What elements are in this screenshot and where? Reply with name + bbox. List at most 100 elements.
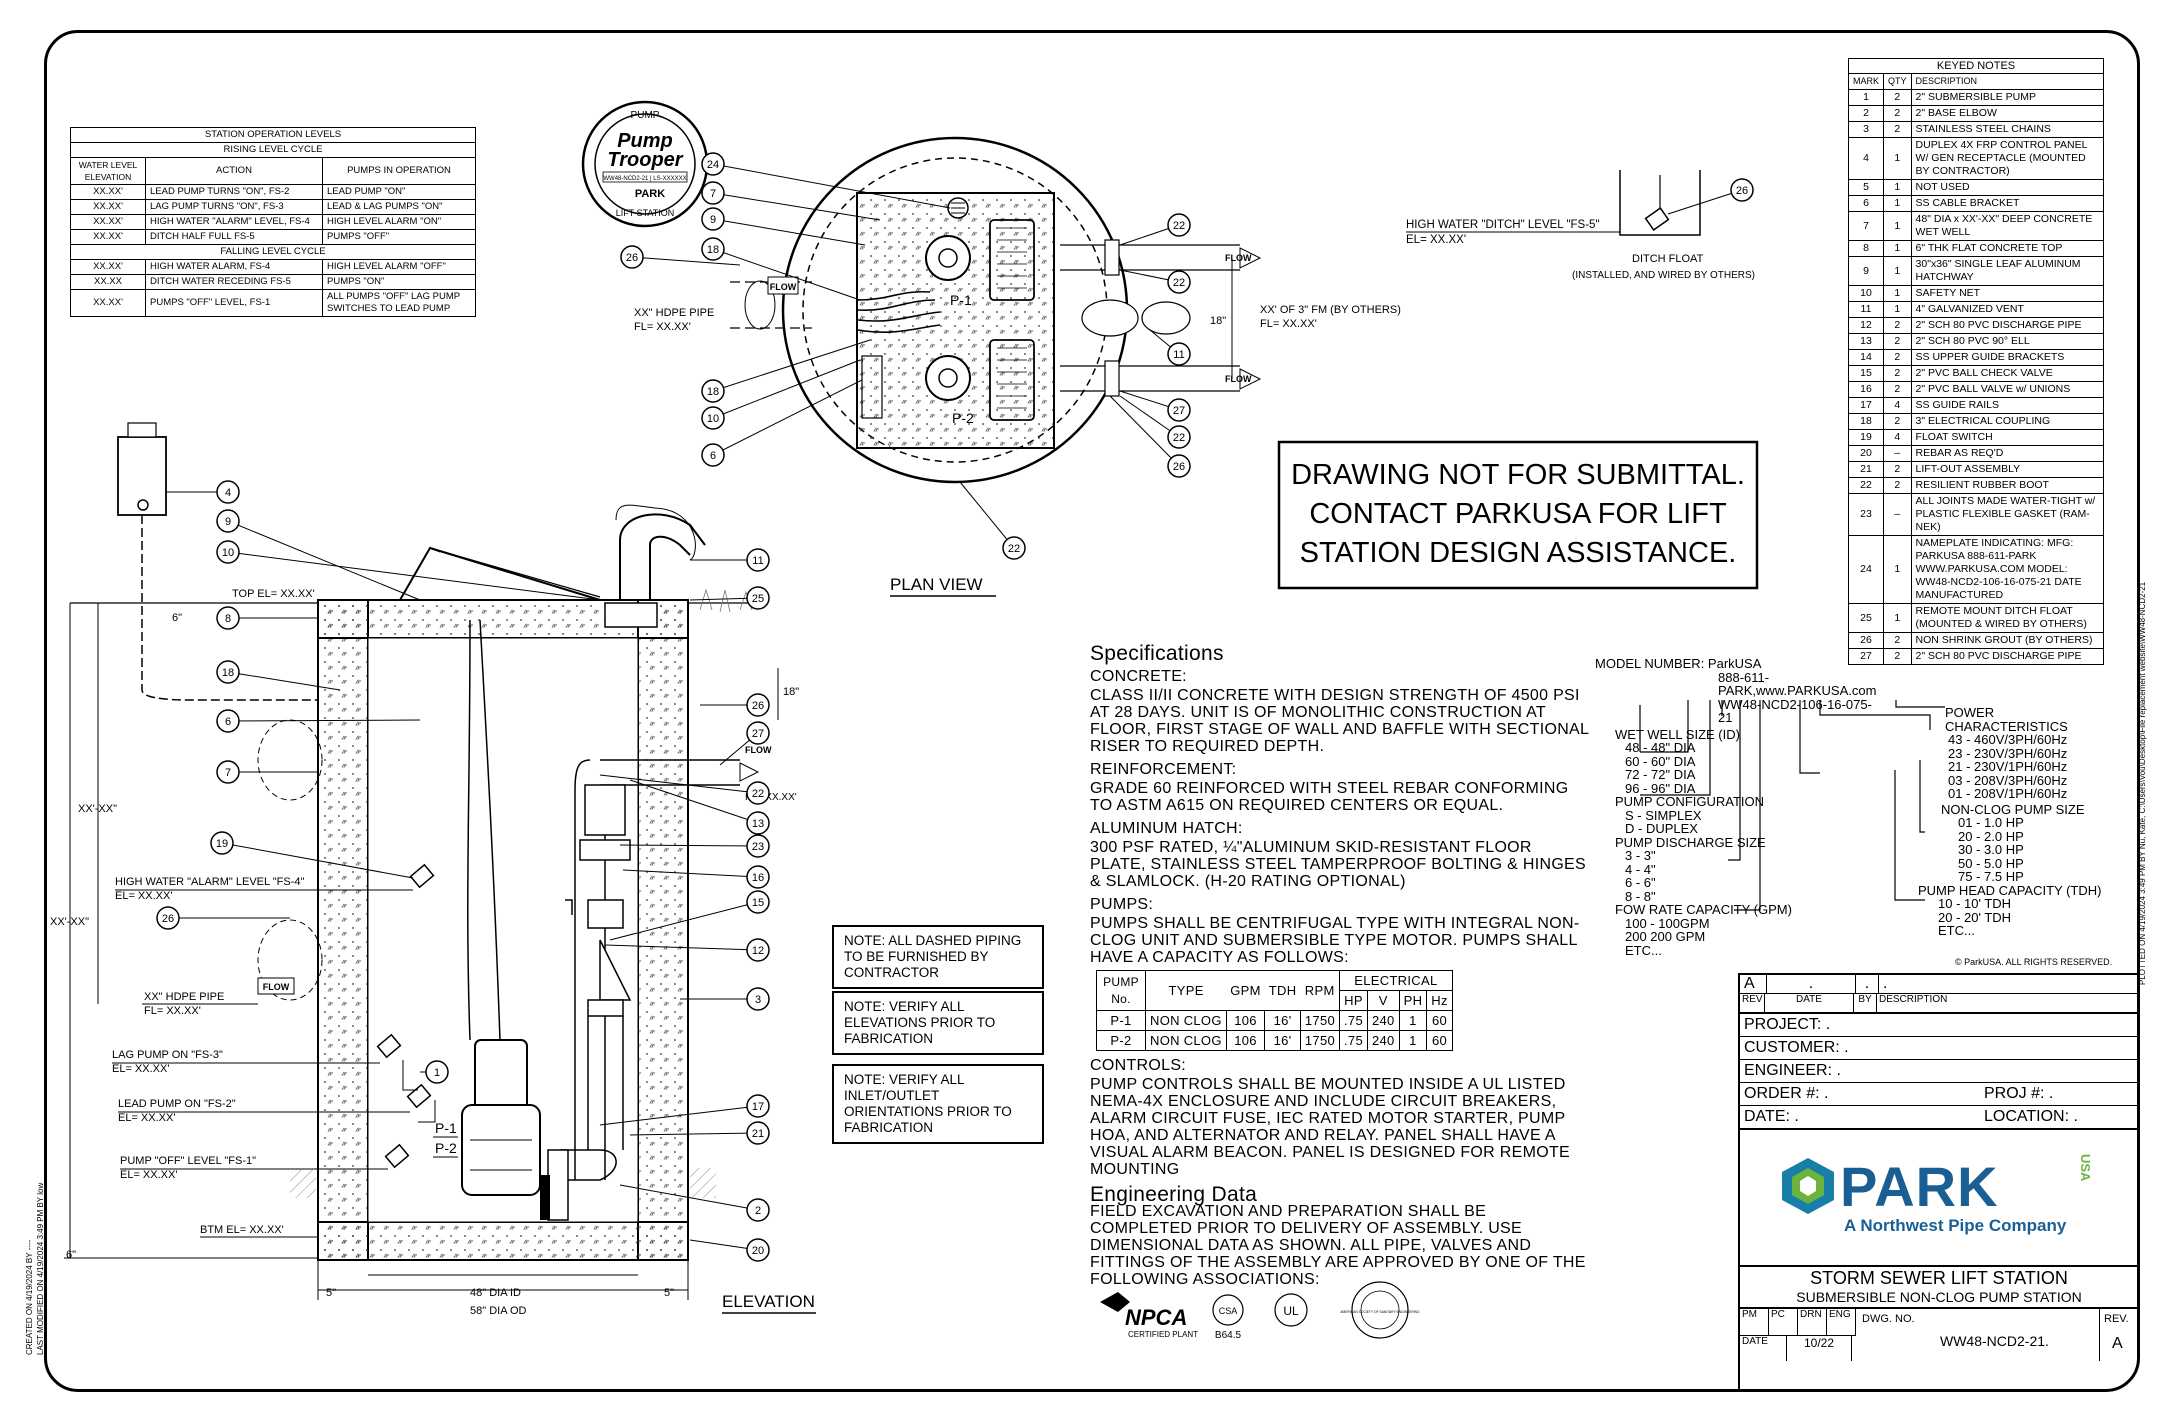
elev-dim-18: 18" (783, 686, 799, 698)
plan-callout: 7 (710, 188, 716, 200)
station-operation-levels-table: STATION OPERATION LEVELS RISING LEVEL CY… (70, 127, 476, 317)
csa-logo: CSA (1219, 1306, 1238, 1316)
right-wall (637, 599, 689, 1261)
kn-description: NAMEPLATE INDICATING: MFG: PARKUSA 888-6… (1910, 535, 2105, 604)
callout-circle (216, 540, 240, 564)
tb-col: ENG (1827, 1309, 1856, 1335)
callout-circle (1730, 178, 1754, 202)
hp-option: 01 - 1.0 HP (1958, 815, 2024, 830)
callout-circle (746, 890, 770, 914)
hp-option: 75 - 7.5 HP (1958, 869, 2024, 884)
config-option: S - SIMPLEX (1625, 807, 1702, 823)
badge-park: PARK (635, 188, 665, 200)
elev-p2-label: P-2 (435, 1140, 457, 1156)
elev-lag-el: EL= XX.XX' (112, 1063, 169, 1075)
created-on-text: CREATED ON 4/19/2024 BY ---- (25, 1239, 34, 1355)
power-option: 03 - 208V/3PH/60Hz (1948, 772, 2068, 788)
pump-cell: P-1 (1096, 1010, 1146, 1031)
kn-mark: 1 (1847, 89, 1885, 106)
elev-off: PUMP "OFF" LEVEL "FS-1" (120, 1155, 256, 1167)
plan-callout: 6 (710, 450, 716, 462)
callout-circle (1002, 536, 1026, 560)
tdh-option: 10 - 10' TDH (1938, 896, 2012, 911)
leader-line (712, 218, 866, 246)
order-label: ORDER #: (1744, 1085, 1820, 1102)
keyed-notes-title: KEYED NOTES (1848, 58, 2104, 74)
leader-line (1109, 395, 1180, 467)
callout-circle (216, 660, 240, 684)
kn-mark: 24 (1847, 535, 1885, 604)
elevation-callout: 3 (755, 994, 761, 1006)
leader-line (1119, 395, 1180, 438)
callout-circle (701, 379, 725, 403)
dwg-row: PM PC DRN ENG DATE 10/22 DWG. NO. WW48-N… (1740, 1309, 2138, 1361)
wet-well-option: 96 - 96" DIA (1625, 780, 1696, 796)
pump-cell: 1 (1398, 1010, 1428, 1031)
plan-callout: 27 (1173, 405, 1185, 417)
ditch-level-label: HIGH WATER "DITCH" LEVEL "FS-5" (1406, 219, 1600, 231)
ditch-float-title: DITCH FLOAT (1632, 253, 1704, 265)
callout-circle (216, 709, 240, 733)
plan-callout: 11 (1173, 349, 1184, 361)
rev-header: DATE (1765, 994, 1854, 1012)
elev-dim-6a: 6" (172, 612, 182, 624)
elevation-callout: 16 (752, 872, 764, 884)
ditch-float: DITCH FLOAT (INSTALLED, AND WIRED BY OTH… (1406, 170, 1755, 281)
pump-table-h8: Hz (1426, 990, 1453, 1011)
elevation-callout: 13 (752, 818, 764, 830)
control-panel (117, 436, 167, 516)
badge-brand2: Trooper (607, 149, 683, 171)
hp-option: 20 - 2.0 HP (1958, 828, 2024, 844)
rev-value: A (2112, 1335, 2123, 1352)
sol-cell: XX.XX' (70, 289, 146, 317)
kn-description: 4" GALVANIZED VENT (1910, 301, 2105, 318)
callout-circle (701, 406, 725, 430)
elevation-callout: 20 (752, 1245, 764, 1257)
tdh-option: 20 - 20' TDH (1938, 909, 2012, 925)
elevation-callout: 9 (225, 516, 231, 528)
plan-inlet-pipe: XX" HDPE PIPE (634, 307, 714, 319)
kn-description: ALL JOINTS MADE WATER-TIGHT w/ PLASTIC F… (1910, 493, 2105, 536)
spec-eng: FIELD EXCAVATION AND PREPARATION SHALL B… (1090, 1203, 1586, 1288)
callout-circle (746, 1121, 770, 1145)
pump-table-h5: HP (1339, 990, 1368, 1011)
float-switches (376, 863, 436, 1169)
pump-cell: 240 (1367, 1010, 1400, 1031)
elev-flow-in: FLOW (263, 982, 290, 992)
leader-line (599, 774, 759, 794)
ditch-callout: 26 (1736, 185, 1748, 197)
last-modified-text: LAST MODIFIED ON 4/19/2024 3:49 PM BY lo… (36, 1183, 45, 1355)
kn-mark: 20 (1847, 445, 1885, 462)
elevation-callout: 12 (752, 945, 764, 957)
elevation-callout: 26 (752, 700, 764, 712)
pump-cell: 1 (1398, 1030, 1428, 1051)
elevation-callout: 11 (752, 555, 763, 567)
rev-cell: . (1767, 975, 1856, 993)
elevation-callout: 15 (752, 897, 764, 909)
date-label: DATE: (1744, 1108, 1790, 1125)
kn-mark: 27 (1847, 648, 1885, 665)
callout-circle (620, 245, 644, 269)
kn-description: NOT USED (1910, 179, 2105, 196)
leader-line (712, 192, 881, 221)
drawing-title: STORM SEWER LIFT STATION SUBMERSIBLE NON… (1740, 1267, 2138, 1309)
date-value: . (1794, 1108, 1799, 1125)
engineer-value: . (1836, 1062, 1841, 1079)
plotted-on-text: PLOTTED ON 4/19/2024 3:49 PM BY Nu, Kate… (2138, 581, 2147, 985)
spec-pumps: PUMPS SHALL BE CENTRIFUGAL TYPE WITH INT… (1090, 915, 1580, 966)
callout-circle (210, 831, 234, 855)
callout-circle (746, 721, 770, 745)
kn-description: 2" BASE ELBOW (1910, 105, 2105, 122)
note-verify-elevations: NOTE: VERIFY ALL ELEVATIONS PRIOR TO FAB… (832, 991, 1044, 1055)
leader-line (619, 1184, 759, 1211)
callout-circle (701, 207, 725, 231)
elev-flow-out: FLOW (745, 745, 772, 755)
elevation-callout: 17 (752, 1101, 764, 1113)
plan-callout: 18 (707, 244, 719, 256)
pump-cell: 60 (1426, 1030, 1453, 1051)
spec-concrete-h: CONCRETE: (1090, 668, 1187, 685)
